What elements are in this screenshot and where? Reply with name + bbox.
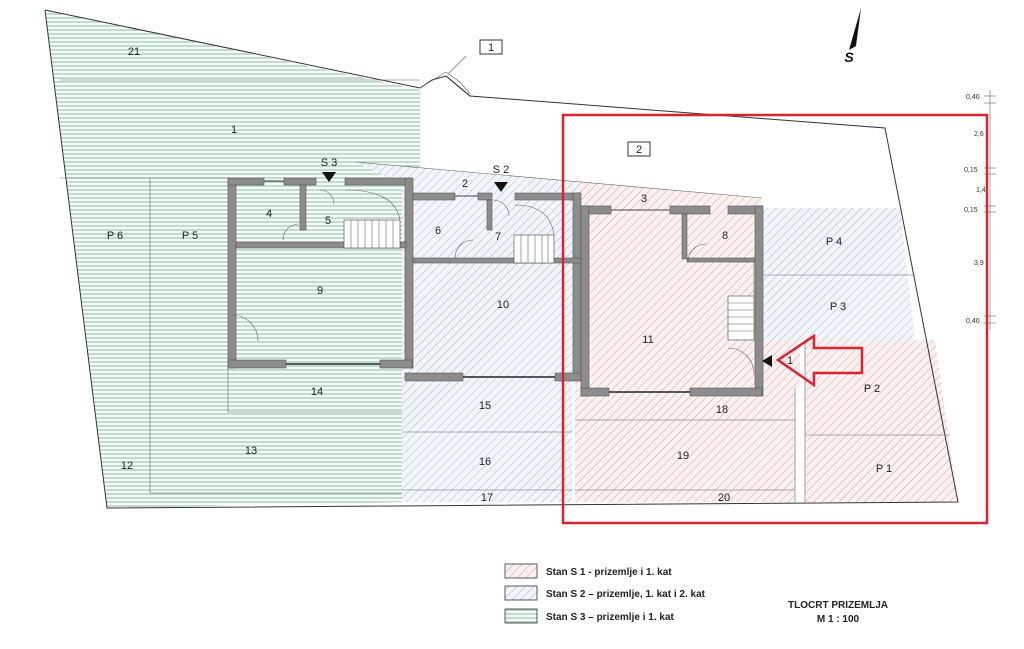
room-label-11: 11 — [642, 334, 653, 346]
zone-divisions — [60, 79, 950, 502]
dimension-label: 0,15 — [964, 167, 978, 174]
room-label-15: 15 — [479, 400, 491, 412]
room-label-7: 7 — [495, 231, 501, 243]
legend: Stan S 1 - prizemlje i 1. kat Stan S 2 –… — [504, 563, 706, 624]
room-label-p3: P 3 — [830, 301, 846, 313]
room-labels: 21 1 P 6 P 5 4 5 9 14 13 12 2 6 7 10 15 … — [107, 46, 892, 504]
north-arrow-icon — [849, 8, 861, 50]
stair-flight-s3 — [343, 189, 401, 249]
room-label-p2: P 2 — [864, 383, 880, 395]
s1-entry-marker — [762, 355, 772, 367]
room-label-13: 13 — [245, 445, 257, 457]
room-label-p5: P 5 — [182, 230, 198, 242]
legend-item-stan-s1: Stan S 1 - prizemlje i 1. kat — [504, 563, 672, 579]
room-label-10: 10 — [497, 299, 509, 311]
room-label-18: 18 — [716, 404, 728, 416]
legend-swatch-red — [504, 563, 538, 579]
legend-label: Stan S 1 - prizemlje i 1. kat — [546, 567, 672, 578]
room-label-20: 20 — [718, 492, 730, 504]
dimension-label: 3,9 — [974, 260, 984, 267]
s3-entry-marker — [322, 172, 336, 182]
boxed-label-2: 2 — [627, 141, 651, 157]
room-label-8: 8 — [722, 230, 728, 242]
dimension-label: 0,40 — [966, 94, 980, 101]
drawing-scale: M 1 : 100 — [817, 614, 860, 625]
dimension-label: 1,4 — [976, 187, 986, 194]
legend-swatch-green — [504, 608, 538, 624]
stairs — [343, 189, 755, 341]
room-label-19: 19 — [677, 450, 689, 462]
room-label-1: 1 — [231, 124, 237, 136]
boxed-label-1: 1 — [479, 39, 503, 55]
room-label-16: 16 — [479, 456, 491, 468]
site-outline — [44, 9, 959, 509]
svg-text:1: 1 — [488, 42, 494, 54]
legend-label: Stan S 3 – prizemlje i 1. kat — [546, 612, 675, 623]
dimension-label: 0,15 — [964, 207, 978, 214]
room-label-12: 12 — [121, 460, 133, 472]
room-label-17: 17 — [481, 492, 493, 504]
room-label-p1: P 1 — [876, 463, 892, 475]
legend-item-stan-s3: Stan S 3 – prizemlje i 1. kat — [504, 608, 675, 624]
north-arrow-label: S — [844, 49, 854, 65]
stair-flight-s1 — [727, 261, 755, 341]
room-label-5: 5 — [325, 215, 331, 227]
stair-label-s2: S 2 — [493, 164, 510, 176]
walls — [227, 177, 764, 397]
drawing-title: TLOCRT PRIZEMLJA M 1 : 100 — [788, 600, 888, 625]
dimension-column: 0,40 2,6 0,15 1,4 0,15 3,9 0,40 — [964, 90, 996, 330]
north-arrow: S — [844, 8, 861, 65]
room-label-21: 21 — [128, 46, 140, 58]
stair-markers — [322, 172, 772, 367]
entrance-arrow — [775, 333, 864, 388]
dimension-label: 0,40 — [966, 318, 980, 325]
room-label-14: 14 — [311, 386, 323, 398]
openings — [231, 180, 755, 393]
drawing-title-line1: TLOCRT PRIZEMLJA — [788, 600, 888, 611]
room-label-6: 6 — [435, 225, 441, 237]
legend-item-stan-s2: Stan S 2 – prizemlje, 1. kat i 2. kat — [504, 585, 706, 601]
legend-swatch-blue — [504, 585, 538, 601]
stair-label-s3: S 3 — [321, 157, 338, 169]
room-label-p4: P 4 — [826, 236, 842, 248]
room-label-p6: P 6 — [107, 230, 123, 242]
s2-entry-marker — [494, 182, 508, 192]
svg-text:2: 2 — [636, 144, 642, 156]
room-label-3: 3 — [641, 193, 647, 205]
room-label-2: 2 — [462, 178, 468, 190]
stair-flight-s2 — [513, 204, 555, 264]
entrance-label: 1 — [787, 355, 793, 367]
legend-label: Stan S 2 – prizemlje, 1. kat i 2. kat — [546, 589, 706, 600]
room-label-4: 4 — [266, 208, 272, 220]
highlight-frame-stan-s1 — [561, 113, 989, 525]
room-label-9: 9 — [317, 285, 323, 297]
dimension-label: 2,6 — [974, 131, 984, 138]
